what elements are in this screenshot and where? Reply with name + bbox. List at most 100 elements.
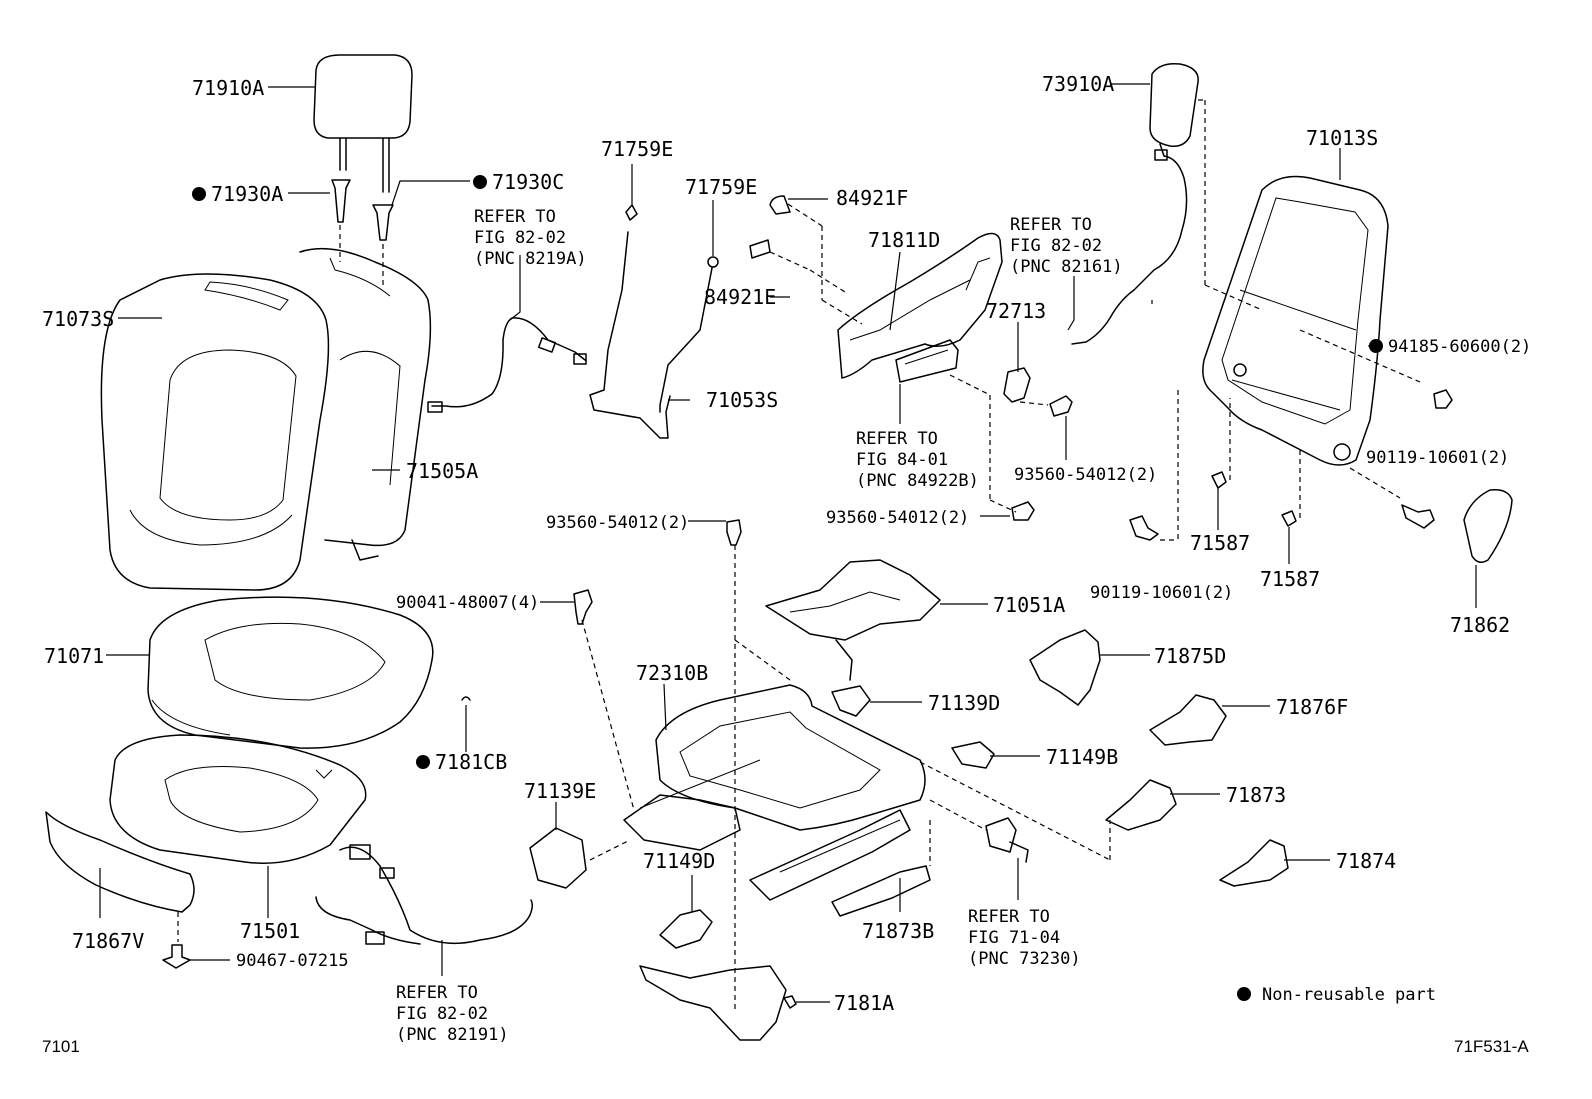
- svg-text:(PNC 82161): (PNC 82161): [1010, 257, 1123, 277]
- leader-lines: [99, 83, 1477, 1003]
- nut-94185-drawing: [1433, 389, 1453, 409]
- label-71051A: 71051A: [993, 593, 1065, 617]
- non-reusable-marker-icon: [1237, 987, 1251, 1001]
- label-71149B: 71149B: [1046, 745, 1118, 769]
- seatback-harness-drawing: [427, 317, 587, 413]
- svg-text:(PNC 82191): (PNC 82191): [396, 1025, 509, 1045]
- ref-note-84-01-84922B: REFER TO FIG 84-01 (PNC 84922B): [856, 429, 979, 491]
- cover-71149B-drawing: [951, 741, 995, 769]
- label-71867V: 71867V: [72, 929, 144, 953]
- bracket-72713-drawing: [1003, 367, 1031, 403]
- non-reusable-marker-icon: [473, 175, 487, 189]
- label-71139D: 71139D: [928, 691, 1000, 715]
- label-71071: 71071: [44, 644, 104, 668]
- bolt-93560-drawing: [726, 395, 1073, 546]
- label-90119-10601-a: 90119-10601(2): [1366, 448, 1509, 468]
- label-71587-b: 71587: [1260, 567, 1320, 591]
- figure-number: 7101: [42, 1037, 80, 1056]
- label-84921E: 84921E: [704, 285, 776, 309]
- seatback-pad-drawing: [299, 247, 432, 561]
- recliner-cover-drawing: [1463, 488, 1513, 563]
- bolt-90119-drawing: [1129, 504, 1435, 541]
- track-71873B-drawing: [831, 865, 931, 917]
- clip-84921E-drawing: [749, 239, 771, 259]
- label-71759E-b: 71759E: [685, 175, 757, 199]
- seat-frame-drawing: [623, 684, 926, 901]
- cover-71874-drawing: [1219, 839, 1289, 887]
- headrest-guide-drawing: [331, 179, 394, 241]
- buckle-drawing: [985, 817, 1029, 863]
- label-71149D: 71149D: [643, 849, 715, 873]
- svg-text:(PNC 8219A): (PNC 8219A): [474, 249, 587, 269]
- label-90041-48007: 90041-48007(4): [396, 593, 539, 613]
- label-7181A: 7181A: [834, 991, 894, 1015]
- non-reusable-marker-icon: [192, 187, 206, 201]
- seat-cushion-cover-drawing: [147, 596, 434, 749]
- side-shield-drawing: [837, 232, 1003, 379]
- label-71862: 71862: [1450, 613, 1510, 637]
- label-71873B: 71873B: [862, 919, 934, 943]
- legend: Non-reusable part: [1237, 985, 1436, 1005]
- label-71013S: 71013S: [1306, 126, 1378, 150]
- headrest-drawing: [313, 54, 413, 193]
- svg-text:REFER TO: REFER TO: [1010, 215, 1092, 235]
- label-71874: 71874: [1336, 849, 1396, 873]
- label-71587-a: 71587: [1190, 531, 1250, 555]
- power-track-drawing: [765, 559, 941, 681]
- lumbar-wire-drawing: [659, 256, 719, 413]
- svg-text:REFER TO: REFER TO: [396, 983, 478, 1003]
- side-cover-71875D-drawing: [1029, 629, 1101, 706]
- label-71759E-a: 71759E: [601, 137, 673, 161]
- label-71876F: 71876F: [1276, 695, 1348, 719]
- svg-text:(PNC 73230): (PNC 73230): [968, 949, 1081, 969]
- label-71139E: 71139E: [524, 779, 596, 803]
- cover-71873-drawing: [1105, 779, 1177, 831]
- label-90119-10601-b: 90119-10601(2): [1090, 583, 1233, 603]
- svg-text:REFER TO: REFER TO: [856, 429, 938, 449]
- label-71875D: 71875D: [1154, 644, 1226, 668]
- svg-text:FIG 82-02: FIG 82-02: [474, 228, 566, 248]
- illustration-id: 71F531-A: [1454, 1037, 1529, 1056]
- label-94185-60600: 94185-60600(2): [1388, 337, 1531, 357]
- svg-text:FIG 82-02: FIG 82-02: [396, 1004, 488, 1024]
- label-71910A: 71910A: [192, 76, 264, 100]
- svg-text:FIG 82-02: FIG 82-02: [1010, 236, 1102, 256]
- label-93560-54012-c: 93560-54012(2): [546, 513, 689, 533]
- svg-text:REFER TO: REFER TO: [474, 207, 556, 227]
- cover-71139E-drawing: [529, 827, 587, 889]
- label-71873: 71873: [1226, 783, 1286, 807]
- svg-text:REFER TO: REFER TO: [968, 907, 1050, 927]
- seat-cushion-pad-drawing: [109, 734, 367, 864]
- cover-71876F-drawing: [1149, 694, 1227, 746]
- svg-text:FIG 84-01: FIG 84-01: [856, 450, 948, 470]
- legend-text: Non-reusable part: [1262, 985, 1436, 1005]
- front-trim-drawing: [45, 811, 195, 913]
- cushion-harness-drawing: [315, 844, 534, 945]
- label-93560-54012-b: 93560-54012(2): [826, 508, 969, 528]
- clip-71587-drawing: [1211, 471, 1297, 527]
- label-71505A: 71505A: [406, 459, 478, 483]
- svg-text:FIG 71-04: FIG 71-04: [968, 928, 1060, 948]
- side-airbag-drawing: [1071, 62, 1199, 345]
- label-90467-07215: 90467-07215: [236, 951, 349, 971]
- label-71811D: 71811D: [868, 228, 940, 252]
- bolt-7181A-drawing: [783, 995, 797, 1009]
- seatback-frame-drawing: [1202, 175, 1389, 466]
- switch-panel-drawing: [895, 339, 959, 383]
- label-72310B: 72310B: [636, 661, 708, 685]
- label-71073S: 71073S: [42, 307, 114, 331]
- clip-84921F-drawing: [769, 195, 791, 215]
- part-labels: 71910A 71930A 71930C 71073S 71505A 71071…: [42, 72, 1531, 1015]
- ref-note-71-04-73230: REFER TO FIG 71-04 (PNC 73230): [968, 907, 1081, 969]
- label-71053S: 71053S: [706, 388, 778, 412]
- label-71930C: 71930C: [492, 170, 564, 194]
- seatback-cover-drawing: [100, 273, 330, 591]
- label-7181CB: 7181CB: [435, 750, 507, 774]
- label-71930A: 71930A: [211, 182, 283, 206]
- ref-note-82-02-82161: REFER TO FIG 82-02 (PNC 82161): [1010, 215, 1123, 277]
- label-71501: 71501: [240, 919, 300, 943]
- label-93560-54012-a: 93560-54012(2): [1014, 465, 1157, 485]
- cover-71139D-drawing: [831, 685, 871, 717]
- svg-text:(PNC 84922B): (PNC 84922B): [856, 471, 979, 491]
